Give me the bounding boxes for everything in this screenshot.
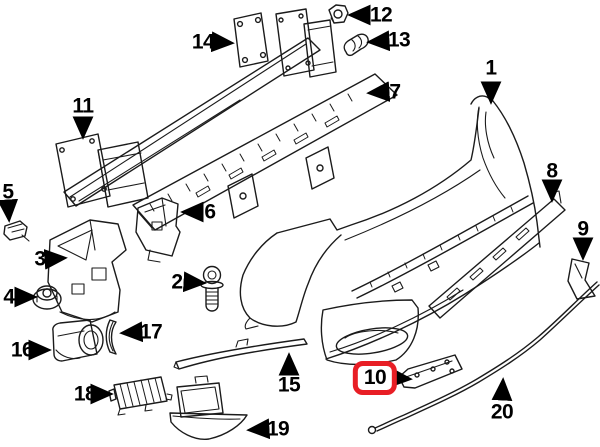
part-art-sensor-16	[53, 320, 103, 361]
part-art-strip-20	[369, 282, 600, 434]
part-art-spacer-17	[106, 320, 116, 354]
part-callout-13[interactable]: 13	[387, 28, 411, 52]
part-arrow-10	[388, 367, 413, 388]
part-callout-11[interactable]: 11	[72, 94, 94, 118]
part-arrow-2	[182, 271, 207, 293]
part-callout-9[interactable]: 9	[577, 217, 589, 241]
part-callout-1[interactable]: 1	[485, 56, 497, 80]
part-arrow-17	[119, 321, 144, 343]
part-art-clip-5	[4, 221, 29, 241]
part-art-impact-bar	[56, 9, 336, 207]
part-callout-6[interactable]: 6	[204, 200, 216, 224]
part-art-backing-plate-14	[234, 13, 268, 67]
part-callout-14[interactable]: 14	[191, 30, 215, 54]
part-callout-15[interactable]: 15	[277, 373, 301, 397]
part-callout-2[interactable]: 2	[171, 270, 183, 294]
part-arrow-13	[366, 30, 391, 52]
part-callout-17[interactable]: 17	[139, 320, 163, 344]
part-art-crossmember-7	[133, 74, 397, 230]
part-callout-10[interactable]: 10	[352, 361, 398, 395]
part-callout-16[interactable]: 16	[10, 338, 34, 362]
part-callout-4[interactable]: 4	[3, 285, 15, 309]
part-art-strip-15	[174, 339, 307, 369]
part-arrow-20	[491, 377, 513, 402]
part-callout-8[interactable]: 8	[546, 159, 558, 183]
part-callout-19[interactable]: 19	[266, 417, 290, 441]
part-callout-7[interactable]: 7	[389, 80, 401, 104]
part-arrow-5	[0, 198, 19, 223]
part-art-bracket-6	[136, 198, 180, 262]
part-arrow-19	[246, 418, 271, 440]
part-arrow-3	[43, 249, 68, 270]
part-art-bumper-cover-1	[240, 96, 540, 365]
part-callout-12[interactable]: 12	[369, 3, 393, 27]
part-art-pad-9	[568, 259, 595, 299]
part-callout-3[interactable]: 3	[34, 247, 46, 271]
part-arrow-7	[366, 81, 391, 102]
part-callout-18[interactable]: 18	[73, 382, 97, 406]
part-callout-5[interactable]: 5	[2, 180, 14, 204]
part-callout-20[interactable]: 20	[490, 400, 514, 424]
part-art-bracket-19	[170, 376, 247, 439]
part-arrow-14	[210, 31, 235, 53]
